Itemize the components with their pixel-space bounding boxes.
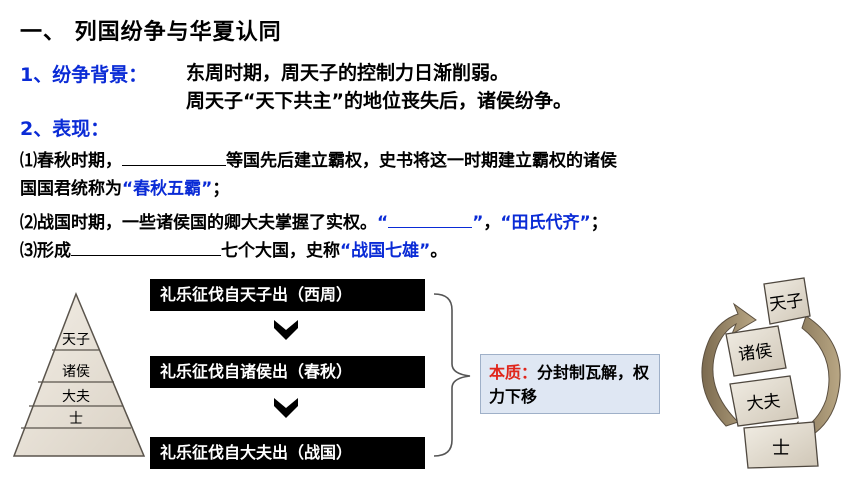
quote-close: ”: [472, 213, 484, 233]
term-spring-autumn-hegemons: “春秋五霸”: [122, 179, 213, 199]
background-label: 1、纷争背景：: [20, 64, 148, 86]
quote-open: “: [377, 213, 389, 233]
term-seven-warring-states: “战国七雄”: [340, 241, 431, 261]
essence-text: 分封制瓦解，权力下移: [489, 363, 650, 406]
item-3-end: 。: [430, 241, 448, 261]
answer-blank-2[interactable]: [388, 209, 473, 228]
answer-blank-1[interactable]: [122, 147, 226, 166]
manifest-label: 2、表现：: [20, 118, 110, 140]
background-line-1: 东周时期，周天子的控制力日渐削弱。: [186, 62, 510, 84]
item-3-rest: 七个大国，史称: [221, 241, 340, 261]
pyramid-level-4: 士: [69, 411, 83, 427]
power-shift-cycle: 天子 诸侯 大夫 士: [701, 277, 841, 469]
chevron-down-icon: [274, 398, 298, 418]
term-tian-replaces-qi: “田氏代齐”: [500, 213, 591, 233]
item-2-comma: ，: [483, 213, 501, 233]
pyramid-level-2: 诸侯: [62, 364, 90, 380]
item-1-rest: 等国先后建立霸权，史书将这一时期建立霸权的诸侯: [226, 151, 617, 171]
hierarchy-pyramid: 天子 诸侯 大夫 士: [12, 291, 146, 457]
pyramid-level-1: 天子: [62, 332, 90, 348]
flow-step-western-zhou: 礼乐征伐自天子出（西周）: [150, 279, 425, 311]
page-title: 一、 列国纷争与华夏认同: [20, 20, 282, 45]
pyramid-level-3: 大夫: [62, 389, 90, 405]
item-2-text: ⑵战国时期，一些诸侯国的卿大夫掌握了实权。: [20, 213, 377, 233]
item-1-line-2: 国国君统称为“春秋五霸”；: [20, 174, 229, 199]
background-line-2: 周天子“天下共主”的地位丧失后，诸侯纷争。: [186, 90, 572, 112]
item-3-line: ⑶形成 七个大国，史称“战国七雄”。: [20, 236, 447, 261]
chevron-down-icon: [274, 320, 298, 340]
item-1-cont: 国国君统称为: [20, 179, 122, 199]
flow-step-warring-states: 礼乐征伐自大夫出（战国）: [150, 437, 425, 469]
item-2-end: ；: [590, 213, 608, 233]
cycle-block-2: 诸侯: [737, 341, 773, 366]
essence-label: 本质：: [489, 363, 538, 382]
item-1-intro: ⑴春秋时期，: [20, 151, 122, 171]
flow-step-spring-autumn: 礼乐征伐自诸侯出（春秋）: [150, 356, 425, 388]
cycle-block-1: 天子: [768, 291, 804, 316]
answer-blank-3[interactable]: [71, 237, 221, 256]
essence-box: 本质：分封制瓦解，权力下移: [480, 354, 660, 414]
item-1-line-1: ⑴春秋时期， 等国先后建立霸权，史书将这一时期建立霸权的诸侯: [20, 146, 617, 171]
cycle-block-3: 大夫: [746, 391, 782, 414]
item-3-intro: ⑶形成: [20, 241, 71, 261]
cycle-block-4: 士: [772, 438, 790, 459]
brace-bracket: [433, 293, 471, 457]
item-1-end: ；: [212, 179, 230, 199]
item-2-line: ⑵战国时期，一些诸侯国的卿大夫掌握了实权。“ ”，“田氏代齐”；: [20, 208, 608, 233]
